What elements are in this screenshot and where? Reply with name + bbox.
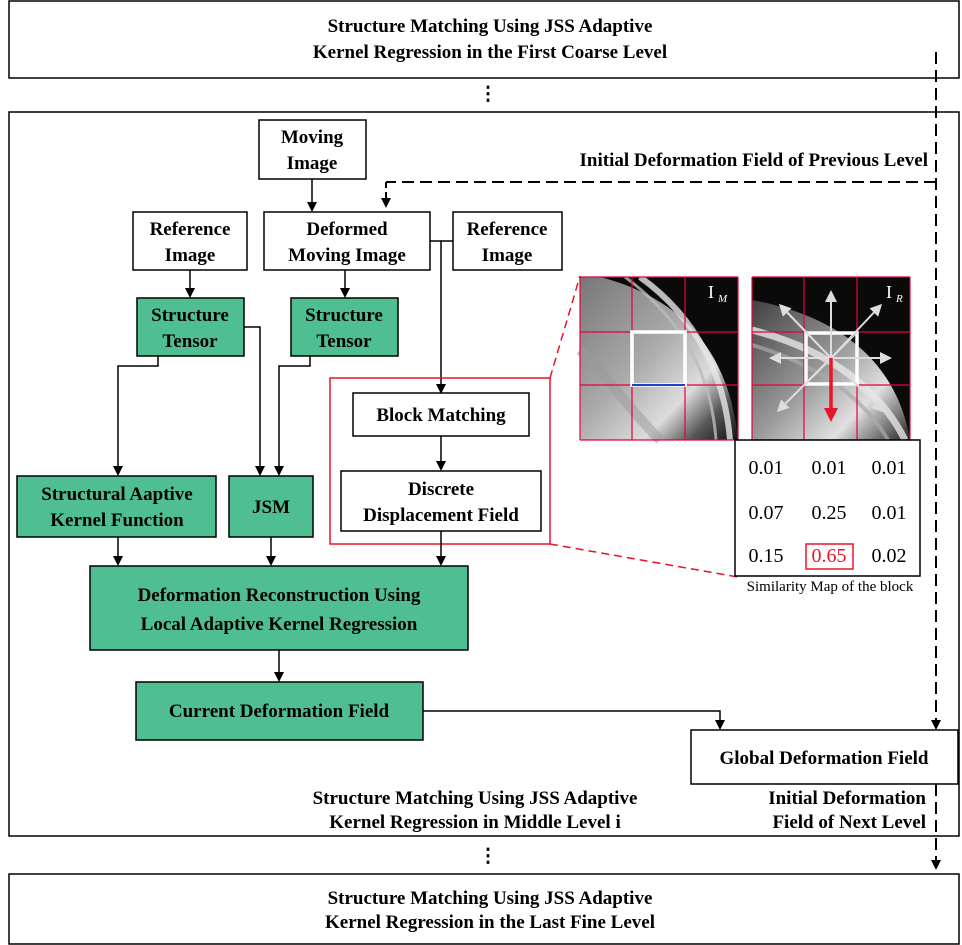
block-matching-label: Block Matching [376,405,506,426]
reference-image-patch [751,276,911,442]
reconstruction-line2: Local Adaptive Kernel Regression [141,614,418,635]
jsm-box [228,475,314,538]
first-level-title-line1: Structure Matching Using JSS Adaptive [328,16,653,37]
last-level-frame [8,873,960,945]
block-matching-box [352,392,530,437]
zoom-line-top [549,275,581,379]
reference-image-right-line2: Image [482,245,533,266]
deformed-moving-image-line2: Moving Image [288,245,406,266]
similarity-cell: 0.01 [872,457,907,479]
moving-patch-sub: M [717,293,728,305]
structure-tensor-right-line1: Structure [305,305,383,326]
global-deformation-field-box [690,729,959,785]
reference-patch-label: I [886,282,892,302]
similarity-cell: 0.15 [749,545,784,567]
similarity-cell: 0.02 [872,545,907,567]
similarity-cell: 0.01 [749,457,784,479]
initial-field-previous-label: Initial Deformation Field of Previous Le… [580,150,928,171]
structure-tensor-left-line2: Tensor [162,331,218,352]
discrete-displacement-line1: Discrete [408,479,474,500]
global-deformation-field-label: Global Deformation Field [720,748,929,769]
reference-image-right-line1: Reference [467,219,548,240]
reference-patch-sub: R [895,293,903,305]
structural-kernel-line2: Kernel Function [50,510,184,531]
reference-image-left-line1: Reference [150,219,231,240]
last-level-title-line1: Structure Matching Using JSS Adaptive [328,888,653,909]
moving-image-patch [576,274,739,444]
first-level-frame [8,0,960,79]
edge-tensorright-to-jsm [274,356,311,476]
reconstruction-line1: Deformation Reconstruction Using [138,585,421,606]
initial-field-next-line1: Initial Deformation [768,788,926,809]
middle-level-title-line2: Kernel Regression in Middle Level i [329,812,621,833]
discrete-displacement-field-box [340,470,542,532]
block-matching-callout [329,377,551,545]
similarity-cell-highlight: 0.65 [812,545,847,567]
structural-kernel-line1: Structural Aaptive [41,484,192,505]
edge-tensorleft-to-jsm [244,326,265,476]
reference-image-right-box [452,211,563,271]
similarity-cell: 0.25 [812,502,847,524]
first-level-title-line2: Kernel Regression in the First Coarse Le… [313,42,667,63]
similarity-highlight-box [805,543,854,570]
deformed-moving-image-line1: Deformed [306,219,388,240]
similarity-cell: 0.01 [812,457,847,479]
structure-tensor-right-box [290,297,399,357]
level-ellipsis-top: ⋮ [479,84,498,105]
moving-patch-label: I [708,282,714,302]
current-deformation-field-label: Current Deformation Field [169,701,390,722]
edge-tensorleft-to-kernel [113,356,159,476]
last-level-title-line2: Kernel Regression in the Last Fine Level [325,912,655,933]
similarity-cell: 0.07 [749,502,784,524]
level-ellipsis-bottom: ⋮ [479,846,498,867]
discrete-displacement-line2: Displacement Field [363,505,519,526]
structure-tensor-left-box [136,297,245,357]
reference-image-left-line2: Image [165,245,216,266]
similarity-map-caption: Similarity Map of the block [747,579,914,595]
structure-tensor-left-line1: Structure [151,305,229,326]
similarity-map-grid: 0.01 0.01 0.01 0.07 0.25 0.01 0.15 0.65 … [749,457,907,570]
structure-tensor-right-line2: Tensor [316,331,372,352]
deformation-reconstruction-box [89,565,469,651]
initial-field-next-line2: Field of Next Level [772,812,926,833]
moving-image-line2: Image [287,153,338,174]
zoom-line-bottom [549,543,739,578]
similarity-map-box [734,439,921,577]
jsm-label: JSM [252,497,290,518]
similarity-cell: 0.01 [872,502,907,524]
middle-level-title-line1: Structure Matching Using JSS Adaptive [313,788,638,809]
edge-current-to-global [423,710,725,730]
moving-image-line1: Moving [281,127,344,148]
structural-kernel-function-box [16,475,217,538]
